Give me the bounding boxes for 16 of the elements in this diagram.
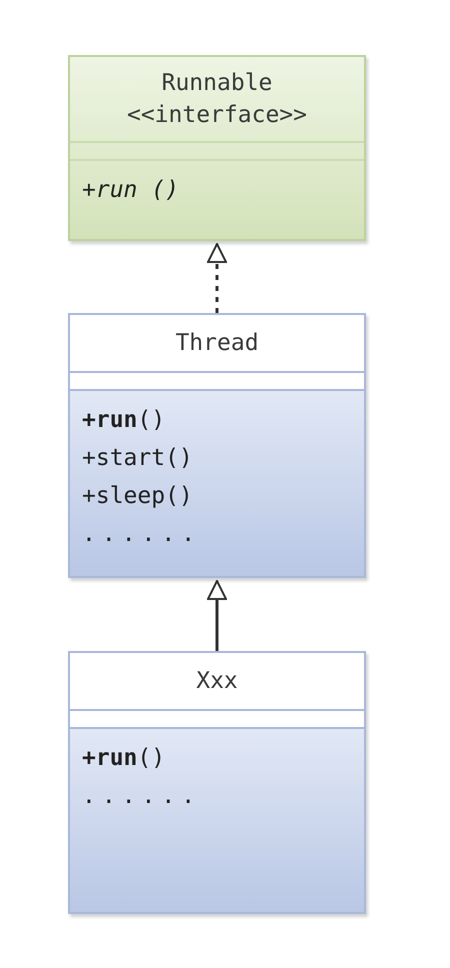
class-box (68, 313, 366, 578)
ellipsis-text: ...... (82, 520, 202, 549)
stereotype-label: <<interface>> (126, 101, 307, 130)
method-text: +run () (82, 176, 180, 205)
class-name: Xxx (196, 667, 238, 696)
ellipsis-text: ...... (82, 782, 202, 811)
class-name: Thread (175, 329, 259, 358)
inheritance-arrow (207, 580, 227, 651)
method-text: +run() (82, 406, 166, 435)
method-text: +sleep() (82, 482, 194, 511)
class-box (68, 55, 366, 241)
realization-arrow (207, 243, 227, 313)
class-box (68, 651, 366, 914)
method-text: +start() (82, 444, 194, 473)
method-text: +run() (82, 744, 166, 773)
class-name: Runnable (162, 69, 272, 98)
